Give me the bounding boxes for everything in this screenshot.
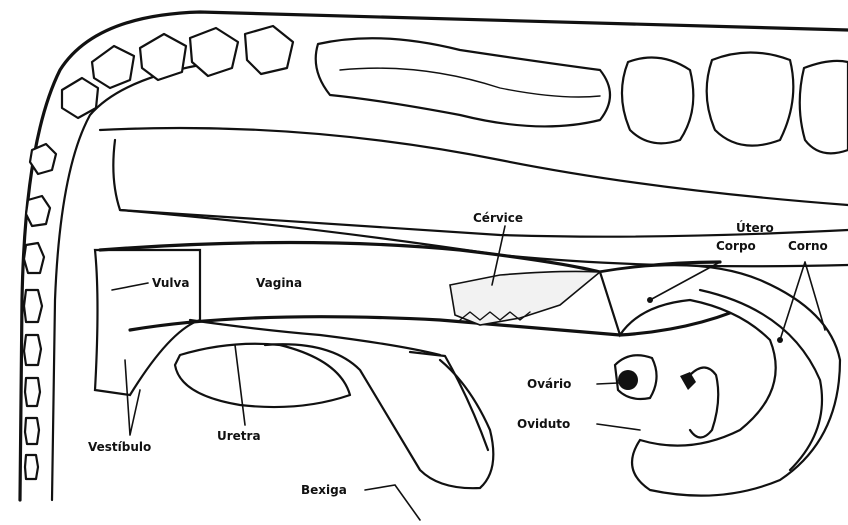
urethra-fold bbox=[175, 344, 350, 407]
tail-vertebra bbox=[25, 455, 38, 479]
lumbar-vertebra bbox=[800, 61, 848, 153]
lumbar-mass bbox=[316, 38, 610, 126]
label-uretra: Uretra bbox=[217, 429, 261, 443]
cervix bbox=[450, 271, 600, 325]
label-vestibulo: Vestíbulo bbox=[88, 440, 151, 454]
bladder bbox=[265, 344, 493, 488]
tail-vertebra bbox=[25, 378, 40, 406]
leader-dot bbox=[777, 337, 783, 343]
tail-vertebra bbox=[24, 335, 41, 365]
leader-uretra bbox=[235, 345, 245, 425]
leader-dot bbox=[647, 297, 653, 303]
label-utero: Útero bbox=[736, 220, 774, 235]
sacral-vertebra bbox=[140, 34, 186, 80]
label-corpo: Corpo bbox=[716, 239, 756, 253]
sacral-vertebra bbox=[190, 28, 238, 76]
leader-oviduto bbox=[597, 424, 640, 430]
sacral-vertebra bbox=[245, 26, 293, 74]
label-corno: Corno bbox=[788, 239, 828, 253]
lumbar-vertebra bbox=[707, 53, 794, 146]
infundibulum bbox=[680, 372, 696, 390]
label-bexiga: Bexiga bbox=[301, 483, 347, 497]
ovary bbox=[618, 370, 638, 390]
lumbar-vertebra bbox=[622, 58, 693, 144]
tail-vertebra bbox=[26, 196, 50, 226]
tail-vertebra bbox=[24, 290, 42, 322]
tail-vertebra bbox=[25, 418, 39, 444]
label-vulva: Vulva bbox=[152, 276, 189, 290]
oviduct-coil bbox=[690, 368, 718, 438]
label-cervice: Cérvice bbox=[473, 211, 523, 225]
leader-ovario bbox=[597, 383, 618, 384]
leader-bexiga bbox=[365, 485, 420, 520]
label-vagina: Vagina bbox=[256, 276, 302, 290]
label-ovario: Ovário bbox=[527, 377, 571, 391]
sacral-vertebra bbox=[92, 46, 134, 88]
urethra bbox=[190, 320, 440, 355]
label-oviduto: Oviduto bbox=[517, 417, 570, 431]
tail-vertebra bbox=[24, 243, 44, 273]
tail-vertebra bbox=[30, 144, 56, 174]
